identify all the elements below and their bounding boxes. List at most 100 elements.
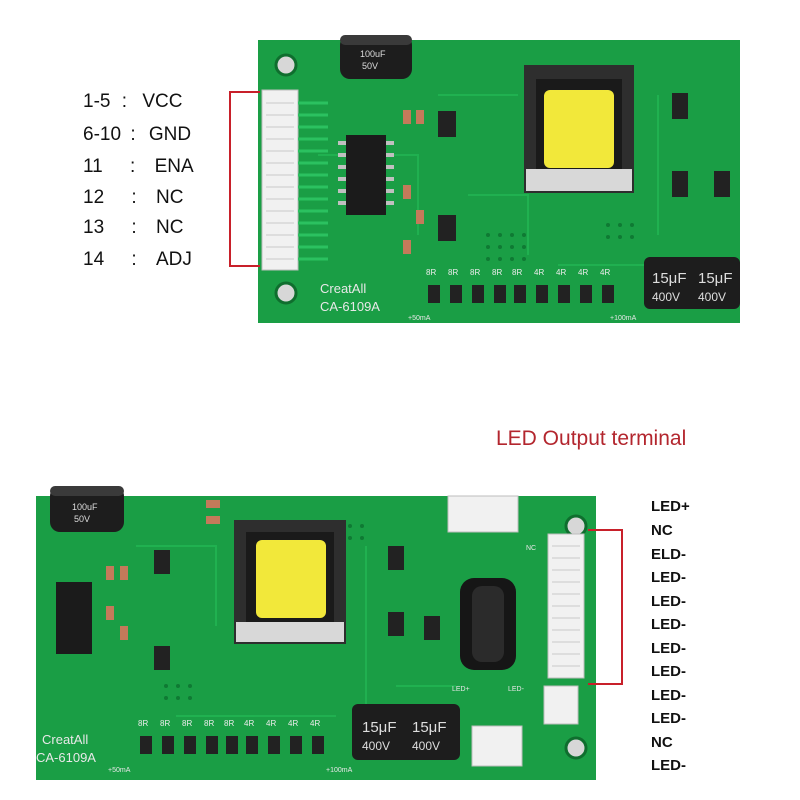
controller-ic [346,135,386,215]
pin-signal: VCC [142,91,183,112]
svg-text:8R: 8R [182,719,192,728]
svg-text:+100mA: +100mA [610,315,637,322]
electrolytic-capacitor-large: 15μF 15μF 400V 400V [644,257,740,309]
svg-text:+50mA: +50mA [108,767,131,774]
board-model: CA-6109A [36,750,96,765]
svg-text:4R: 4R [288,719,298,728]
board-brand: CreatAll [320,281,366,296]
svg-text:100uF: 100uF [72,502,98,512]
output-pin-label: LED- [651,757,686,774]
svg-text:8R: 8R [224,719,234,728]
output-pin-label: LED- [651,569,686,586]
svg-text:8R: 8R [426,268,436,277]
svg-text:4R: 4R [534,268,544,277]
electrolytic-capacitor-small: 100uF 50V [50,486,124,532]
resistor-row: 8R 8R 8R 8R 8R 4R 4R 4R 4R [426,268,614,303]
inductor [460,578,516,670]
output-pin-label: LED- [651,616,686,633]
svg-text:+100mA: +100mA [326,767,353,774]
svg-text:15μF: 15μF [652,270,687,287]
transformer [234,520,346,644]
svg-text:400V: 400V [362,739,390,753]
output-pin-label: LED- [651,687,686,704]
svg-text:8R: 8R [470,268,480,277]
svg-text:50V: 50V [74,514,90,524]
pin-sep: : [131,249,137,270]
svg-text:8R: 8R [160,719,170,728]
pinout-row: 11 : ENA [83,156,194,178]
bottom-connector [471,725,523,767]
mounting-hole [274,281,298,305]
svg-text:50V: 50V [362,61,378,71]
svg-text:8R: 8R [512,268,522,277]
svg-text:15μF: 15μF [412,719,447,736]
pinout-row: 12 : NC [83,187,183,209]
svg-text:4R: 4R [556,268,566,277]
output-pin-label: LED+ [651,498,690,515]
pin-signal: NC [155,217,184,238]
svg-text:NC: NC [526,545,536,552]
input-connector [261,89,299,271]
mounting-hole [274,53,298,77]
pin-sep: : [130,124,136,145]
svg-text:8R: 8R [204,719,214,728]
output-pin-label: LED- [651,710,686,727]
pinout-row: 1-5 : VCC [83,91,182,113]
pin-number: 11 [83,156,103,177]
svg-text:15μF: 15μF [362,719,397,736]
svg-text:+50mA: +50mA [408,315,431,322]
output-connector [547,533,585,679]
output-pin-label: ELD- [651,546,686,563]
pin-sep: : [131,217,137,238]
output-pin-label: NC [651,734,673,751]
svg-text:400V: 400V [698,290,726,304]
mounting-hole [564,514,588,538]
output-pin-label: LED- [651,593,686,610]
board-brand: CreatAll [42,732,88,747]
electrolytic-capacitor-small: 100uF 50V [340,35,412,79]
svg-text:15μF: 15μF [698,270,733,287]
pin-sep: : [130,156,136,177]
output-terminal-title: LED Output terminal [496,427,687,450]
svg-text:LED+: LED+ [452,686,470,693]
svg-text:4R: 4R [310,719,320,728]
svg-text:4R: 4R [244,719,254,728]
electrolytic-capacitor-large: 15μF 15μF 400V 400V [352,704,460,760]
aux-connector [447,495,519,533]
svg-text:LED-: LED- [508,686,525,693]
svg-text:100uF: 100uF [360,49,386,59]
mounting-hole [564,736,588,760]
resistor-row: 8R 8R 8R 8R 8R 4R 4R 4R 4R [138,719,324,754]
pin-number: 12 [83,187,105,208]
pin-sep: : [131,187,137,208]
output-pin-label: LED- [651,640,686,657]
svg-text:4R: 4R [578,268,588,277]
pinout-row: 13 : NC [83,217,183,239]
svg-text:4R: 4R [266,719,276,728]
small-connector [543,685,579,725]
pin-signal: ENA [154,156,194,177]
bottom-driver-board: 100uF 50V LED+ LED- NC [36,486,596,780]
svg-text:8R: 8R [492,268,502,277]
transformer [524,65,634,193]
pinout-row: 6-10 : GND [83,124,191,146]
pin-number: 14 [83,249,105,270]
pin-number: 13 [83,217,105,238]
svg-text:4R: 4R [600,268,610,277]
output-pin-label: NC [651,522,673,539]
top-driver-board: 100uF 50V 15μF 15μF 400V 400V 8R 8R 8R [258,35,740,323]
controller-ic [56,582,92,654]
output-bracket [588,529,623,685]
pin-number: 6-10 [83,124,122,145]
pin-sep: : [121,91,128,112]
svg-text:8R: 8R [138,719,148,728]
pin-number: 1-5 [83,91,111,112]
svg-text:8R: 8R [448,268,458,277]
board-model: CA-6109A [320,299,380,314]
svg-text:400V: 400V [652,290,680,304]
pinout-row: 14 : ADJ [83,249,192,271]
pin-signal: NC [155,187,184,208]
pin-signal: GND [148,124,192,145]
output-pin-label: LED- [651,663,686,680]
pinout-bracket [229,91,260,267]
